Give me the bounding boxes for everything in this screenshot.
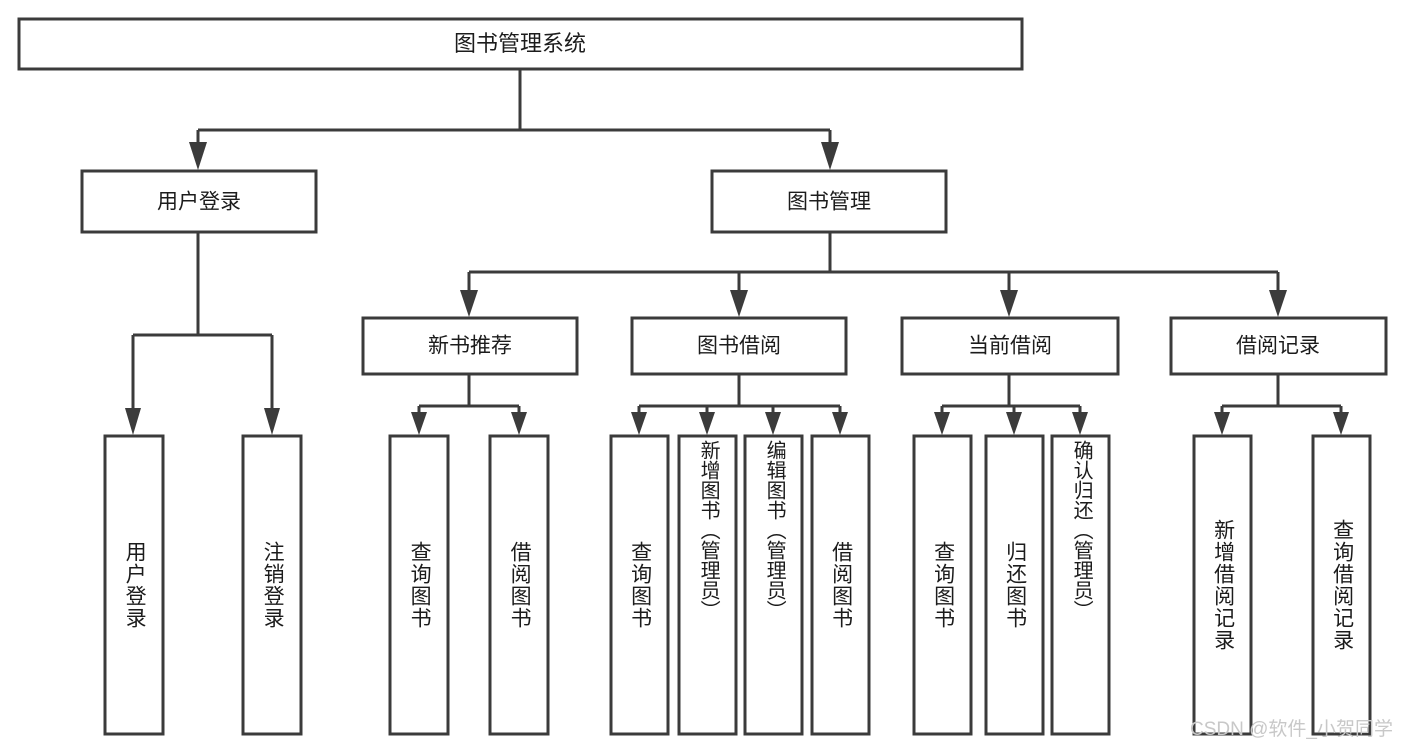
- node-user-login[interactable]: 用户登录: [80, 169, 318, 234]
- node-book-borrow-box: [630, 316, 848, 376]
- node-user-login-box: [80, 169, 318, 234]
- node-new-book-recommend-label: 新书推荐: [428, 335, 512, 358]
- arrow-head-current-borrow-2: [1006, 412, 1022, 435]
- node-leaf-current-borrow-3-box[interactable]: [1050, 434, 1111, 736]
- node-root[interactable]: 图书管理系统: [17, 17, 1024, 71]
- arrow-head-book-borrow-2: [699, 412, 715, 435]
- arrow-head-current-borrow-1: [934, 412, 950, 435]
- connector-root-to-level2: [189, 69, 839, 170]
- node-leaf-user-login-1-box[interactable]: [103, 434, 165, 736]
- leaf-boxes-current-borrow: [912, 434, 1111, 736]
- node-leaf-current-borrow-1-box[interactable]: [912, 434, 973, 736]
- arrow-head-book-borrow-3: [765, 412, 781, 435]
- node-book-management[interactable]: 图书管理: [710, 169, 948, 234]
- arrow-head-user-login-1: [125, 408, 141, 435]
- leaf-boxes-new-book: [388, 434, 550, 736]
- node-leaf-book-borrow-1-box[interactable]: [609, 434, 670, 736]
- connector-borrow-record-to-leaves: [1214, 374, 1349, 435]
- connector-new-book-to-leaves: [411, 374, 527, 435]
- node-leaf-new-book-2-box[interactable]: [488, 434, 550, 736]
- arrow-head-borrow-record-1: [1214, 412, 1230, 435]
- node-book-management-label: 图书管理: [787, 191, 871, 214]
- connector-book-mgmt-to-level3: [460, 232, 1287, 317]
- node-leaf-new-book-1-box[interactable]: [388, 434, 450, 736]
- node-leaf-user-login-2-box[interactable]: [241, 434, 303, 736]
- arrow-head-l3-1: [460, 290, 478, 317]
- arrow-head-book-borrow-1: [631, 412, 647, 435]
- arrow-head-book-mgmt: [821, 142, 839, 170]
- node-current-borrow-label: 当前借阅: [968, 335, 1052, 358]
- arrow-head-borrow-record-2: [1333, 412, 1349, 435]
- node-leaf-borrow-record-1-box[interactable]: [1192, 434, 1253, 736]
- node-leaf-borrow-record-2-box[interactable]: [1311, 434, 1372, 736]
- node-leaf-book-borrow-4-box[interactable]: [810, 434, 871, 736]
- node-leaf-book-borrow-2-box[interactable]: [677, 434, 738, 736]
- arrow-head-l3-2: [730, 290, 748, 317]
- node-new-book-recommend-box: [361, 316, 579, 376]
- node-book-borrow-label: 图书借阅: [697, 335, 781, 358]
- node-user-login-label: 用户登录: [157, 191, 241, 214]
- leaf-boxes-borrow-record: [1192, 434, 1372, 736]
- node-borrow-record[interactable]: 借阅记录: [1169, 316, 1388, 376]
- node-current-borrow[interactable]: 当前借阅: [900, 316, 1120, 376]
- arrow-head-book-borrow-4: [832, 412, 848, 435]
- node-book-borrow[interactable]: 图书借阅: [630, 316, 848, 376]
- leaf-boxes-book-borrow: [609, 434, 871, 736]
- connector-user-login-to-leaves: [125, 232, 280, 435]
- arrow-head-l3-3: [1000, 290, 1018, 317]
- node-root-box: [17, 17, 1024, 71]
- arrow-head-new-book-1: [411, 412, 427, 435]
- connector-book-borrow-to-leaves: [631, 374, 848, 435]
- arrow-head-current-borrow-3: [1072, 412, 1088, 435]
- node-new-book-recommend[interactable]: 新书推荐: [361, 316, 579, 376]
- arrow-head-l3-4: [1269, 290, 1287, 317]
- arrow-head-new-book-2: [511, 412, 527, 435]
- arrow-head-user-login: [189, 142, 207, 170]
- node-borrow-record-label: 借阅记录: [1236, 335, 1320, 358]
- connector-current-borrow-to-leaves: [934, 374, 1088, 435]
- node-current-borrow-box: [900, 316, 1120, 376]
- node-leaf-current-borrow-2-box[interactable]: [984, 434, 1045, 736]
- node-leaf-book-borrow-3-box[interactable]: [743, 434, 804, 736]
- arrow-head-user-login-2: [264, 408, 280, 435]
- node-borrow-record-box: [1169, 316, 1388, 376]
- leaf-boxes-user-login: [103, 434, 303, 736]
- node-book-management-box: [710, 169, 948, 234]
- node-root-label: 图书管理系统: [454, 31, 586, 56]
